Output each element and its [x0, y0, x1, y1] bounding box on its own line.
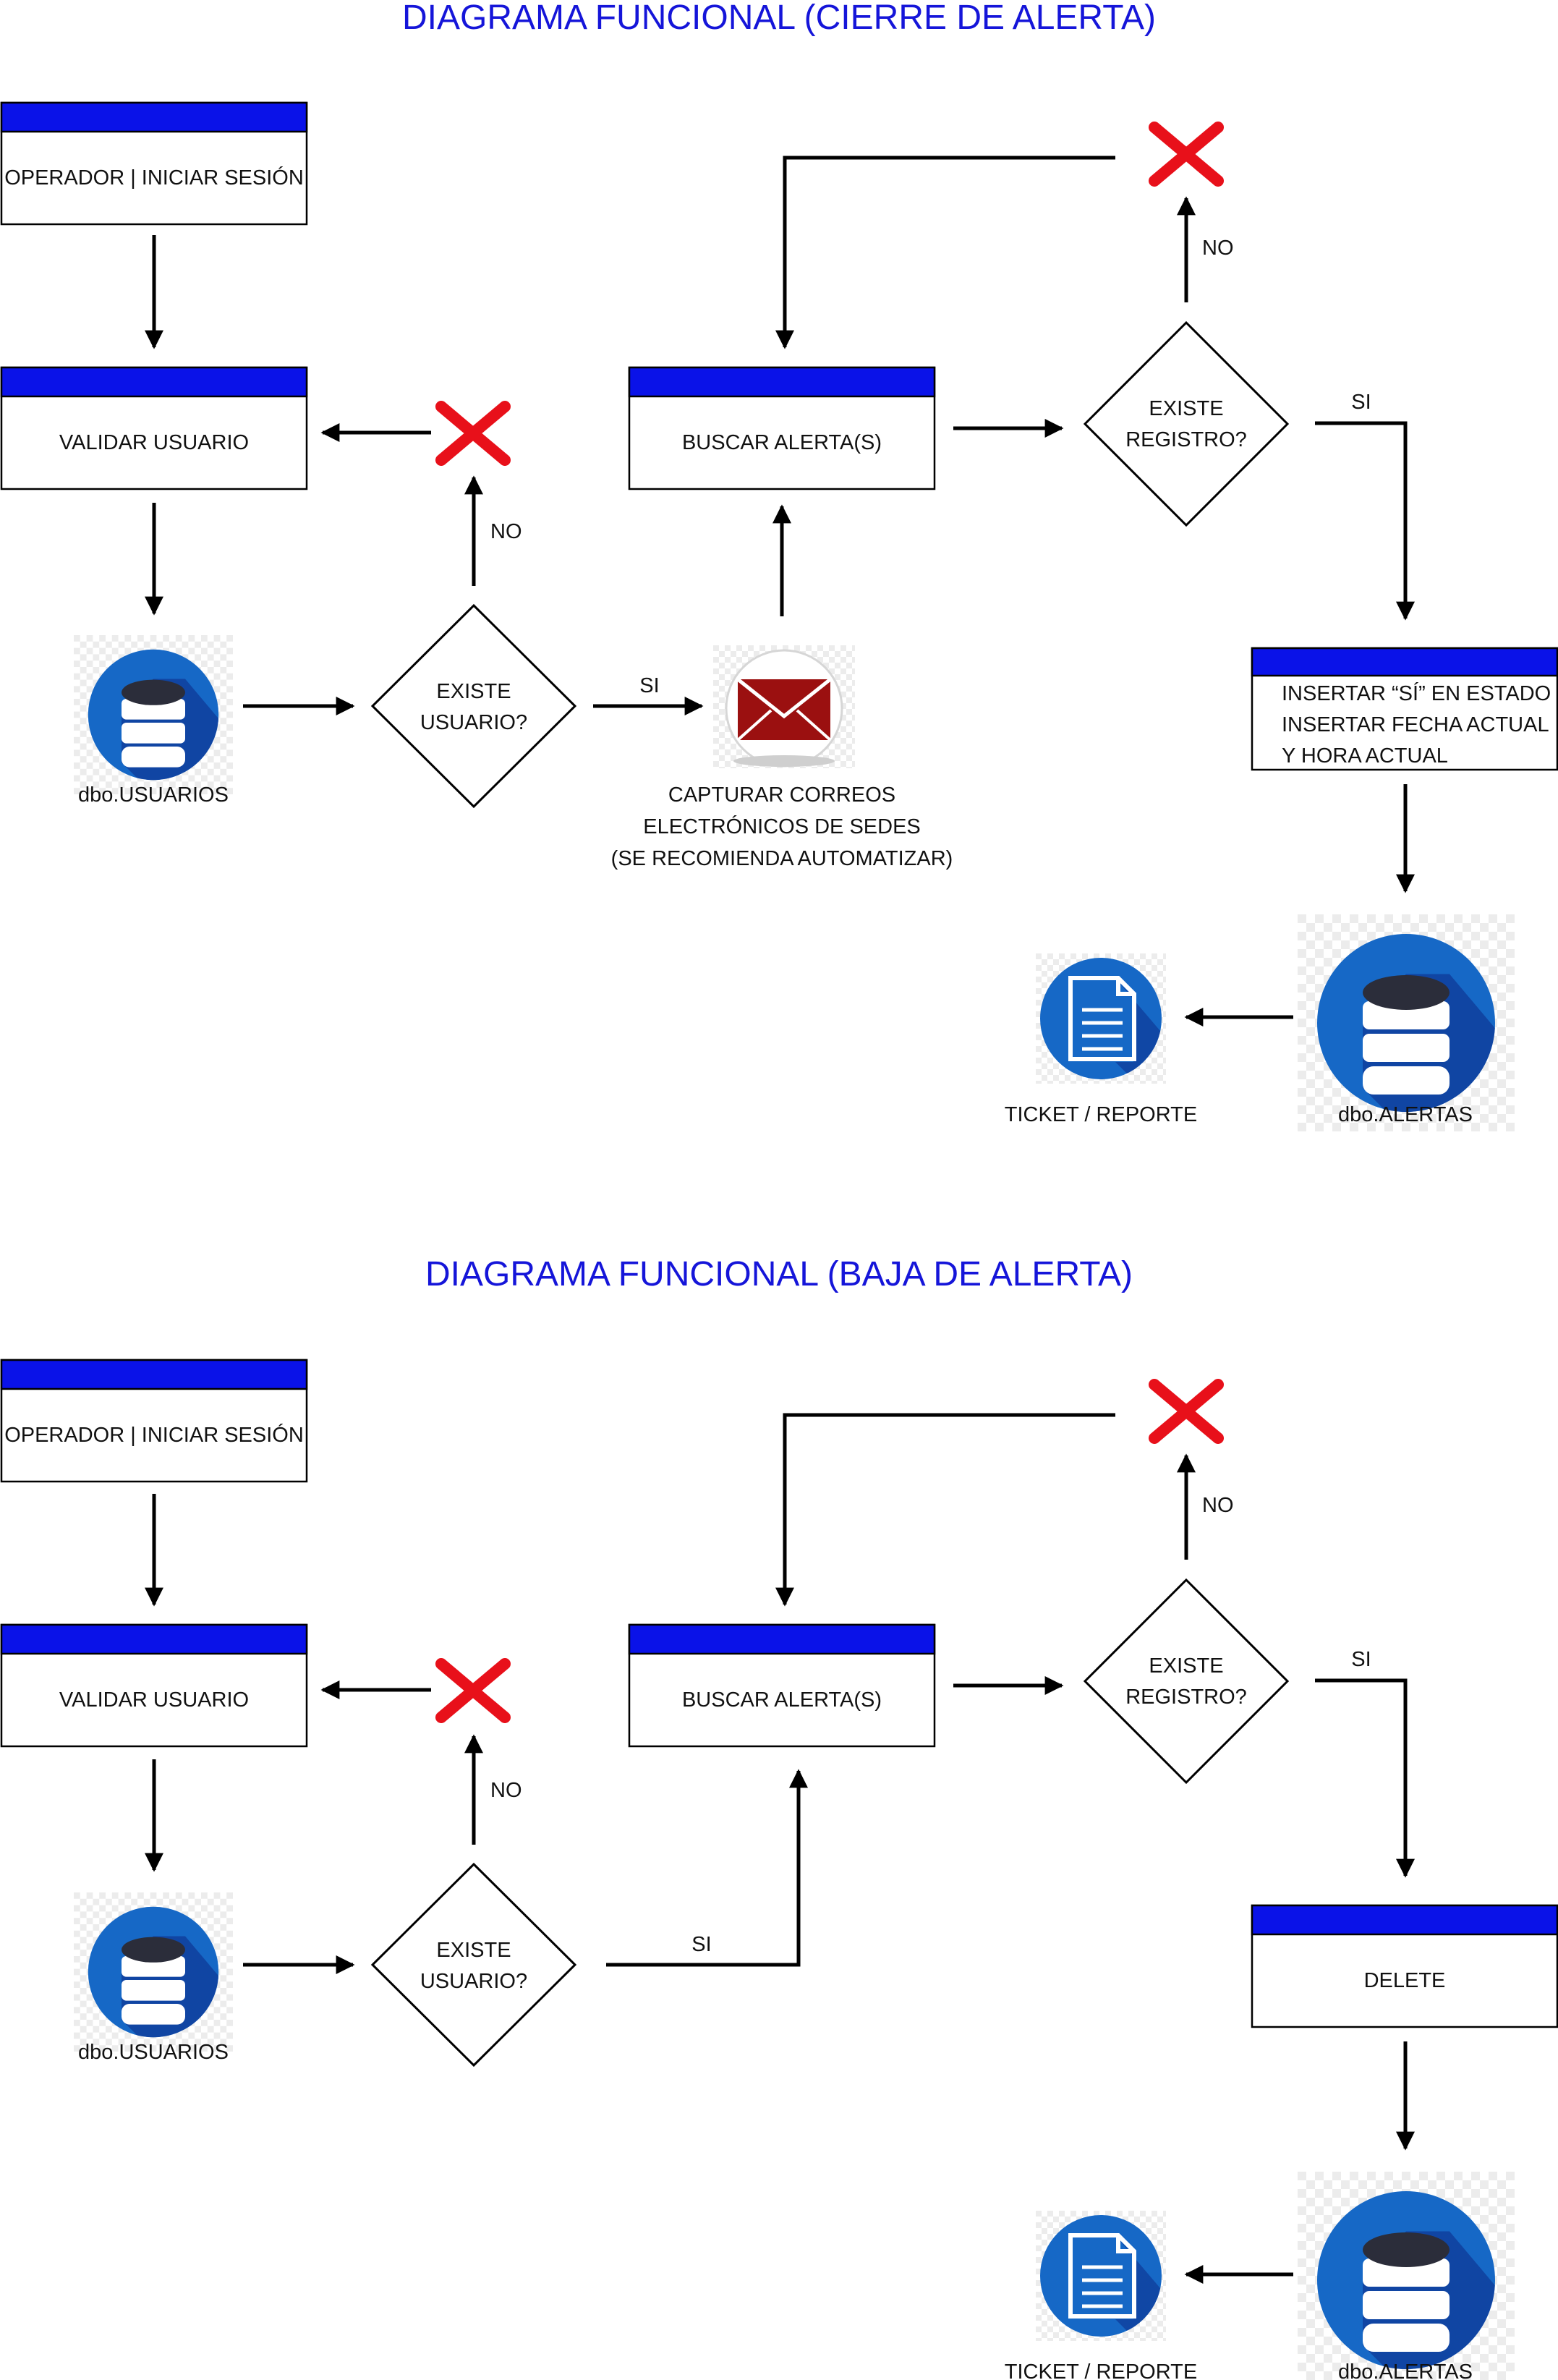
arrow-yes-record	[1315, 1678, 1415, 1878]
search-label: BUSCAR ALERTA(S)	[682, 1688, 882, 1712]
x-mark-icon	[441, 1664, 505, 1717]
ticket-label: TICKET / REPORTE	[1005, 2360, 1197, 2380]
decision-record: EXISTE REGISTRO?	[1083, 1578, 1290, 1785]
db-alerts-label: dbo.ALERTAS	[1338, 2360, 1473, 2380]
diagram-title: DIAGRAMA FUNCIONAL (CIERRE DE ALERTA)	[402, 0, 1156, 37]
decision-user: EXISTE USUARIO?	[370, 1862, 577, 2067]
mail-label-2: ELECTRÓNICOS DE SEDES	[643, 815, 921, 838]
no-record-label: NO	[1202, 237, 1234, 260]
x-mark-icon	[1154, 127, 1218, 181]
validate-box: VALIDAR USUARIO	[0, 366, 308, 490]
login-box: OPERADOR | INICIAR SESIÓN	[0, 1359, 308, 1483]
svg-text:USUARIO?: USUARIO?	[420, 1970, 527, 1993]
svg-text:EXISTE: EXISTE	[436, 680, 511, 703]
yes-user-label: SI	[639, 674, 659, 697]
no-user-label: NO	[490, 1779, 522, 1802]
delete-box: DELETE	[1251, 1904, 1558, 2028]
decision-user: EXISTE USUARIO?	[370, 603, 577, 809]
search-label: BUSCAR ALERTA(S)	[682, 431, 882, 454]
mail-label-1: CAPTURAR CORREOS	[668, 783, 895, 807]
no-record-label: NO	[1202, 1494, 1234, 1517]
validate-box: VALIDAR USUARIO	[0, 1623, 308, 1748]
svg-text:EXISTE: EXISTE	[1149, 1654, 1223, 1678]
document-icon	[1036, 953, 1180, 1113]
document-icon	[1036, 2211, 1180, 2370]
x-mark-icon	[441, 407, 505, 460]
db-users-label: dbo.USUARIOS	[78, 783, 229, 807]
svg-text:REGISTRO?: REGISTRO?	[1125, 428, 1247, 451]
svg-text:REGISTRO?: REGISTRO?	[1125, 1686, 1247, 1709]
diagram-cierre: DIAGRAMA FUNCIONAL (CIERRE DE ALERTA) OP…	[0, 0, 1558, 1153]
insert-line-3: Y HORA ACTUAL	[1282, 744, 1448, 768]
delete-label: DELETE	[1364, 1969, 1446, 1992]
diagram-title: DIAGRAMA FUNCIONAL (BAJA DE ALERTA)	[425, 1255, 1133, 1293]
login-label: OPERADOR | INICIAR SESIÓN	[4, 1423, 304, 1447]
insert-line-1: INSERTAR “SÍ” EN ESTADO	[1282, 681, 1551, 705]
mail-label-3: (SE RECOMIENDA AUTOMATIZAR)	[611, 847, 953, 870]
search-box: BUSCAR ALERTA(S)	[628, 366, 936, 490]
login-label: OPERADOR | INICIAR SESIÓN	[4, 166, 304, 190]
database-icon	[1298, 2172, 1536, 2380]
yes-record-label: SI	[1351, 1648, 1371, 1671]
db-users-label: dbo.USUARIOS	[78, 2041, 229, 2064]
x-mark-icon	[1154, 1385, 1218, 1438]
decision-record: EXISTE REGISTRO?	[1083, 320, 1290, 527]
svg-text:EXISTE: EXISTE	[1149, 397, 1223, 420]
diagram-baja: DIAGRAMA FUNCIONAL (BAJA DE ALERTA) OPER…	[0, 1255, 1558, 2380]
insert-line-2: INSERTAR FECHA ACTUAL	[1282, 713, 1549, 736]
login-box: OPERADOR | INICIAR SESIÓN	[0, 101, 308, 226]
arrow-x-to-search	[775, 156, 1115, 349]
ticket-label: TICKET / REPORTE	[1005, 1103, 1197, 1126]
svg-text:USUARIO?: USUARIO?	[420, 711, 527, 734]
svg-text:EXISTE: EXISTE	[436, 1939, 511, 1962]
envelope-icon	[713, 645, 855, 768]
yes-record-label: SI	[1351, 391, 1371, 414]
arrow-yes-user	[606, 1769, 808, 1967]
db-alerts-label: dbo.ALERTAS	[1338, 1103, 1473, 1126]
arrow-yes-record	[1315, 421, 1415, 621]
no-user-label: NO	[490, 520, 522, 543]
search-box: BUSCAR ALERTA(S)	[628, 1623, 936, 1748]
yes-user-label: SI	[691, 1933, 711, 1956]
validate-label: VALIDAR USUARIO	[59, 431, 249, 454]
validate-label: VALIDAR USUARIO	[59, 1688, 249, 1712]
insert-box: INSERTAR “SÍ” EN ESTADO INSERTAR FECHA A…	[1251, 647, 1558, 771]
arrow-x-to-search	[775, 1413, 1115, 1607]
